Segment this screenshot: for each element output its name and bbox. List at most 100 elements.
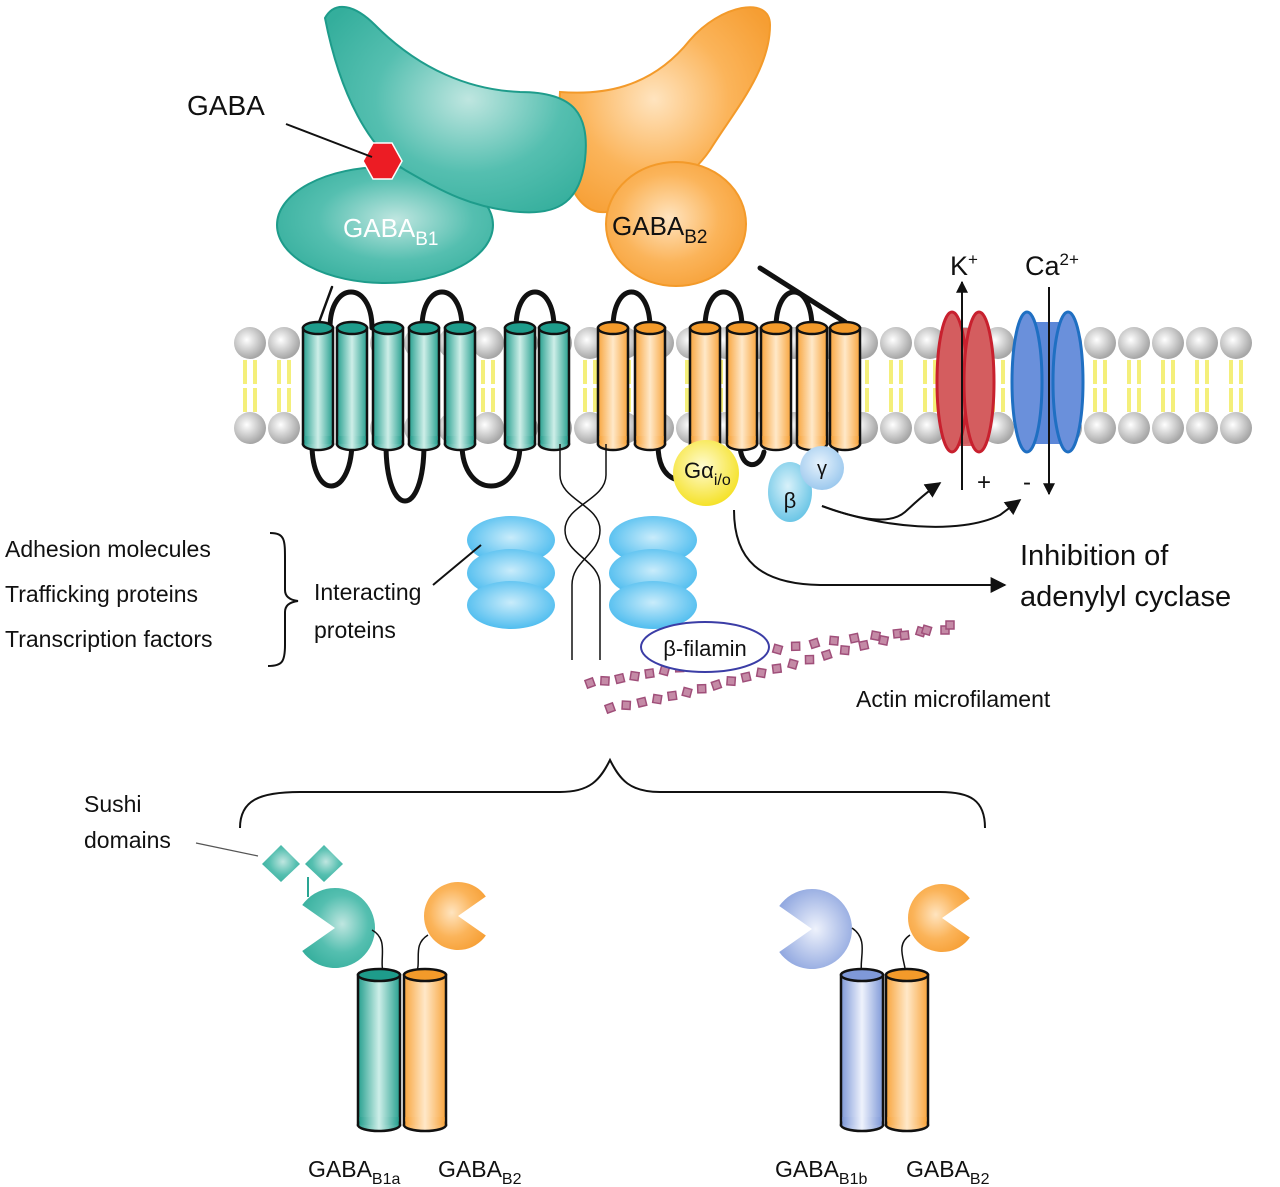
lipid-tail — [583, 388, 587, 412]
lipid-tail — [593, 388, 597, 412]
lipid-head — [880, 412, 912, 444]
beta-filamin-label: β-filamin — [663, 636, 747, 661]
lipid-tail — [1103, 388, 1107, 412]
actin-monomer — [858, 639, 870, 651]
lipid-tail — [933, 388, 937, 412]
k-effect-sign: + — [977, 469, 991, 496]
b1-helix — [371, 320, 405, 452]
actin-monomer — [804, 654, 815, 665]
g-gamma-subunit — [800, 446, 844, 490]
b1a-vft-domain — [302, 888, 376, 968]
b1a-cylinder — [356, 967, 402, 1133]
lipid-tail — [1093, 360, 1097, 384]
lipid-tail — [1195, 360, 1199, 384]
lipid-tail — [593, 360, 597, 384]
actin-label: Actin microfilament — [856, 686, 1051, 712]
inhibition-line-2: adenylyl cyclase — [1020, 581, 1231, 613]
b1-helix — [443, 320, 477, 452]
sushi-pointer — [195, 842, 259, 857]
interactor-adhesion: Adhesion molecules — [5, 536, 211, 562]
actin-monomer — [899, 630, 910, 641]
inhibition-line-1: Inhibition of — [1020, 540, 1169, 572]
lipid-tail — [865, 360, 869, 384]
gaba-label: GABA — [187, 90, 265, 121]
actin-monomer — [644, 668, 655, 679]
lipid-tail — [1127, 360, 1131, 384]
gaba-ligand-hexagon — [362, 142, 403, 180]
lipid-tail — [481, 388, 485, 412]
lipid-tail — [491, 360, 495, 384]
ca-ion-label: Ca2+ — [1025, 250, 1079, 281]
b1-helix — [301, 320, 335, 452]
lipid-tail — [1093, 388, 1097, 412]
b2-cylinder-a — [402, 967, 448, 1133]
actin-monomer — [636, 696, 648, 709]
lipid-tail — [1239, 388, 1243, 412]
interactor-transcription: Transcription factors — [5, 626, 213, 652]
lipid-tail — [287, 388, 291, 412]
lipid-head — [472, 327, 504, 359]
lipid-head — [268, 327, 300, 359]
gaba-b2-label: GABAB2 — [612, 211, 708, 248]
lipid-tail — [685, 388, 689, 412]
actin-monomer — [666, 690, 678, 702]
actin-monomer — [583, 676, 597, 690]
isoform-gaba-b1a-b2 — [302, 882, 486, 1133]
b1b-cylinder — [839, 967, 885, 1133]
gaba-b1-label: GABAB1 — [343, 213, 439, 250]
beta-filamin-shape — [640, 621, 770, 673]
b1-helix — [407, 320, 441, 452]
lipid-head — [1118, 327, 1150, 359]
actin-monomer — [726, 676, 737, 687]
actin-monomer — [820, 648, 833, 661]
lipid-head — [268, 412, 300, 444]
lipid-tail — [1205, 388, 1209, 412]
b2-helix — [759, 320, 793, 452]
lipid-head — [234, 327, 266, 359]
interacting-proteins-right — [609, 516, 697, 629]
lipid-tail — [277, 360, 281, 384]
b1-helix — [503, 320, 537, 452]
b2-vft-domain-a — [423, 882, 486, 951]
b1b-vft-domain — [779, 889, 853, 969]
actin-monomer — [681, 686, 693, 699]
lipid-head — [1186, 327, 1218, 359]
lipid-tail — [899, 360, 903, 384]
isoform-a-b1a-label: GABAB1a — [308, 1156, 400, 1187]
isoform-a-b2-label: GABAB2 — [438, 1156, 522, 1187]
isoform-gaba-b1b-b2 — [779, 884, 970, 1133]
lipid-tail — [933, 360, 937, 384]
g-beta-subunit — [768, 462, 812, 522]
ca-effect-sign: - — [1023, 469, 1031, 496]
lipid-head — [1152, 412, 1184, 444]
lipid-head — [880, 327, 912, 359]
actin-monomer — [710, 678, 723, 692]
lipid-tail — [253, 388, 257, 412]
lipid-tail — [685, 360, 689, 384]
gaba-b1-transmembrane-helices — [301, 320, 571, 452]
interacting-proteins-pointer — [432, 544, 482, 586]
b2-helix — [688, 320, 722, 452]
coiled-coil-c-termini — [559, 444, 607, 660]
lipid-head — [1084, 327, 1116, 359]
adenylyl-cyclase-arrow — [733, 509, 1007, 593]
actin-monomer — [614, 672, 626, 685]
b2-helix — [828, 320, 862, 452]
lipid-tail — [889, 388, 893, 412]
lipid-head — [1220, 327, 1252, 359]
lipid-head — [1084, 412, 1116, 444]
b2-helix — [633, 320, 667, 452]
actin-monomer — [869, 630, 882, 642]
lipid-tail — [1127, 388, 1131, 412]
lipid-tail — [1137, 360, 1141, 384]
lipid-tail — [923, 388, 927, 412]
gaba-b2-extracellular-domain — [558, 6, 772, 287]
b2-cylinder-b — [884, 967, 930, 1133]
actin-monomer — [848, 632, 860, 644]
interactor-trafficking: Trafficking proteins — [5, 581, 198, 607]
lipid-tail — [1195, 388, 1199, 412]
lipid-tail — [243, 388, 247, 412]
actin-monomer — [629, 670, 641, 682]
actin-monomer — [621, 700, 632, 711]
lipid-tail — [1171, 360, 1175, 384]
